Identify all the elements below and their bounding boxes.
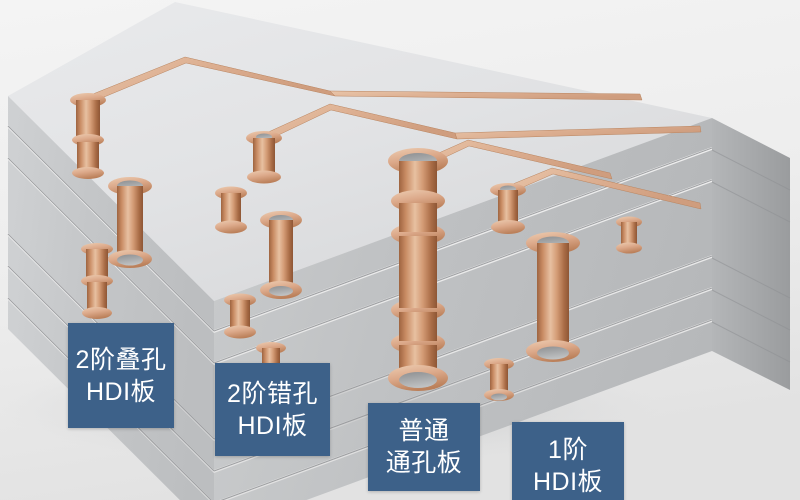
via-inner-right-small <box>616 216 642 254</box>
via3-barrel-seg-a <box>399 203 437 232</box>
label-staggered-via-hdi[interactable]: 2阶错孔 HDI板 <box>215 363 330 456</box>
board-layer-1-front <box>8 96 214 330</box>
label-staggered-via-hdi-line-2: HDI板 <box>237 411 308 440</box>
label-first-order-hdi[interactable]: 1阶 HDI板 <box>512 422 624 500</box>
label-through-hole-line-2: 通孔板 <box>385 449 463 477</box>
via1-barrel-L1 <box>76 100 100 145</box>
via-buried-mid-bot-hole <box>269 286 293 296</box>
via-buried-core-mid <box>260 211 302 299</box>
board-top-face <box>8 2 712 301</box>
label-first-order-hdi-line-1: 1阶 <box>548 436 588 464</box>
via4-bottom-hole <box>491 393 507 401</box>
board-layer-4-right <box>214 258 712 470</box>
board-side-layer-lines <box>711 149 791 363</box>
via2-pad-L5 <box>224 325 256 339</box>
via2-pad-L1 <box>247 170 281 184</box>
via-buried-mid-barrel <box>269 220 293 295</box>
via-first-order-hdi <box>484 183 580 401</box>
label-stacked-via-hdi-line-2: HDI板 <box>85 377 157 406</box>
via-buried-left-bot-hole <box>117 254 143 266</box>
via4-buried-barrel <box>537 243 569 357</box>
via2-pad-L3 <box>215 220 247 234</box>
board-layer-3-right <box>214 182 712 438</box>
board-layer-2-right <box>214 150 712 362</box>
board-right-side-face <box>712 118 790 390</box>
via3-barrel-seg-c <box>399 312 437 341</box>
via1-pad-L6 <box>82 307 112 319</box>
via5-pad-b <box>616 242 642 254</box>
via3-bottom-hole <box>399 372 437 388</box>
via-buried-left-barrel <box>117 186 143 264</box>
label-through-hole[interactable]: 普通 通孔板 <box>368 403 480 491</box>
label-through-hole-line-1: 普通 <box>398 417 450 445</box>
via3-barrel-seg-b <box>399 236 437 308</box>
board-layer-2 <box>8 128 712 362</box>
via-plated-through-hole <box>388 148 448 391</box>
via-stacked-2-order <box>70 93 113 319</box>
via2-barrel-L1 <box>253 138 275 181</box>
label-first-order-hdi-line-2: HDI板 <box>532 468 604 496</box>
label-stacked-via-hdi[interactable]: 2阶叠孔 HDI板 <box>68 323 174 428</box>
via4-pad-L1 <box>491 220 525 234</box>
via4-buried-bot-hole <box>537 346 569 360</box>
label-stacked-via-hdi-line-1: 2阶叠孔 <box>75 345 167 374</box>
copper-trace-1-leg <box>329 90 643 101</box>
via1-pad-L2 <box>72 167 104 179</box>
via-buried-core-left <box>108 177 152 268</box>
board-layer-2-front <box>8 128 214 362</box>
copper-trace-2-leg <box>454 125 702 140</box>
label-staggered-via-hdi-line-1: 2阶错孔 <box>227 379 318 408</box>
board-layer-5-right <box>214 290 712 500</box>
